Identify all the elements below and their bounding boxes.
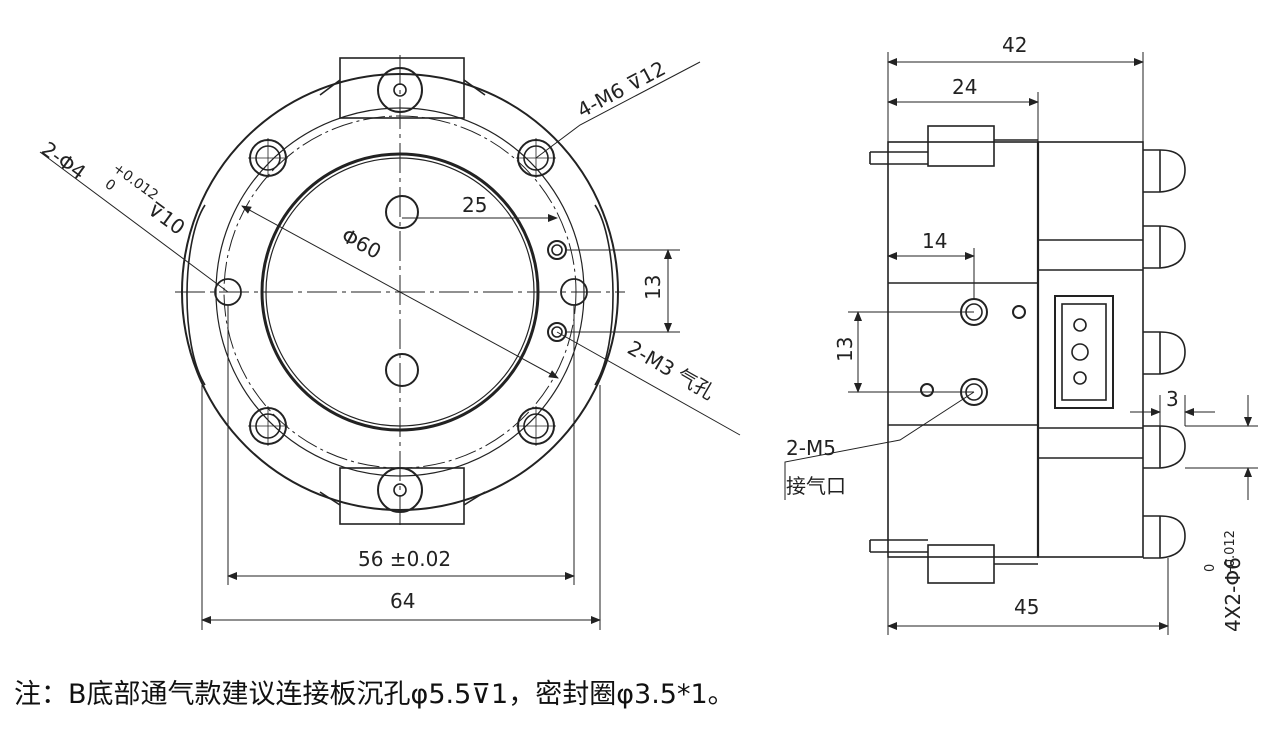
m3-air-hole-top (547, 240, 567, 260)
label-vertical-13: 13 (641, 275, 665, 300)
label-offset-25: 25 (462, 193, 487, 217)
label-bolt-spacing: 56 ±0.02 (358, 547, 451, 571)
front-dimensions (39, 61, 741, 630)
label-m5-callout-cn: 接气口 (786, 474, 846, 498)
top-clamp (927, 125, 995, 167)
label-width-64: 64 (390, 589, 415, 613)
technical-drawing: 4-M6 ⊽12 2-Φ4 +0.012 0 ⊽10 25 Φ60 13 2-M… (37, 33, 1258, 635)
connector-window (1054, 295, 1114, 409)
pin-4 (1143, 425, 1186, 469)
top-locating-hole (377, 67, 423, 113)
label-pin-tol-upper: 0 (1203, 564, 1218, 572)
inner-hole-top (385, 195, 419, 229)
label-small-3: 3 (1166, 387, 1179, 411)
left-flat (186, 204, 206, 386)
small-port-bottom (920, 383, 934, 397)
inner-hole-bottom (385, 353, 419, 387)
m6-hole-bottom-left (248, 406, 288, 446)
side-view (869, 125, 1186, 584)
label-diameter-60: Φ60 (338, 223, 386, 264)
label-m3-callout: 2-M3 气孔 (624, 336, 719, 405)
label-bottom-45: 45 (1014, 595, 1039, 619)
bottom-clamp (927, 544, 995, 584)
side-dimensions (784, 52, 1258, 635)
side-body-left (887, 141, 1039, 558)
bottom-locating-hole (377, 467, 423, 513)
pin-2 (1143, 225, 1186, 269)
label-pin-tol-lower: -0.012 (1223, 530, 1238, 572)
label-port-spacing-13: 13 (833, 337, 857, 362)
label-m5-callout: 2-M5 (786, 436, 836, 460)
label-total-42: 42 (1002, 33, 1027, 57)
label-pin-hole-callout: 2-Φ4 (37, 137, 90, 185)
pin-3 (1143, 331, 1186, 375)
label-m6-callout: 4-M6 ⊽12 (573, 56, 669, 122)
footnote: 注：B底部通气款建议连接板沉孔φ5.5⊽1，密封圈φ3.5*1。 (14, 679, 735, 710)
side-body-right (1037, 141, 1144, 558)
label-pin-hole-tol-lower: 0 (102, 176, 119, 194)
pin-1 (1143, 149, 1186, 193)
label-port-offset-14: 14 (922, 229, 947, 253)
label-pin-callout: 4X2-Φ6 (1221, 557, 1245, 632)
m6-hole-bottom-right (516, 406, 556, 446)
top-tab (339, 57, 465, 119)
m6-hole-top-left (248, 138, 288, 178)
right-flat (594, 204, 614, 386)
label-partial-24: 24 (952, 75, 977, 99)
small-port-top (1012, 305, 1026, 319)
pin-5 (1143, 515, 1186, 559)
label-pin-hole-depth: ⊽10 (143, 197, 190, 240)
